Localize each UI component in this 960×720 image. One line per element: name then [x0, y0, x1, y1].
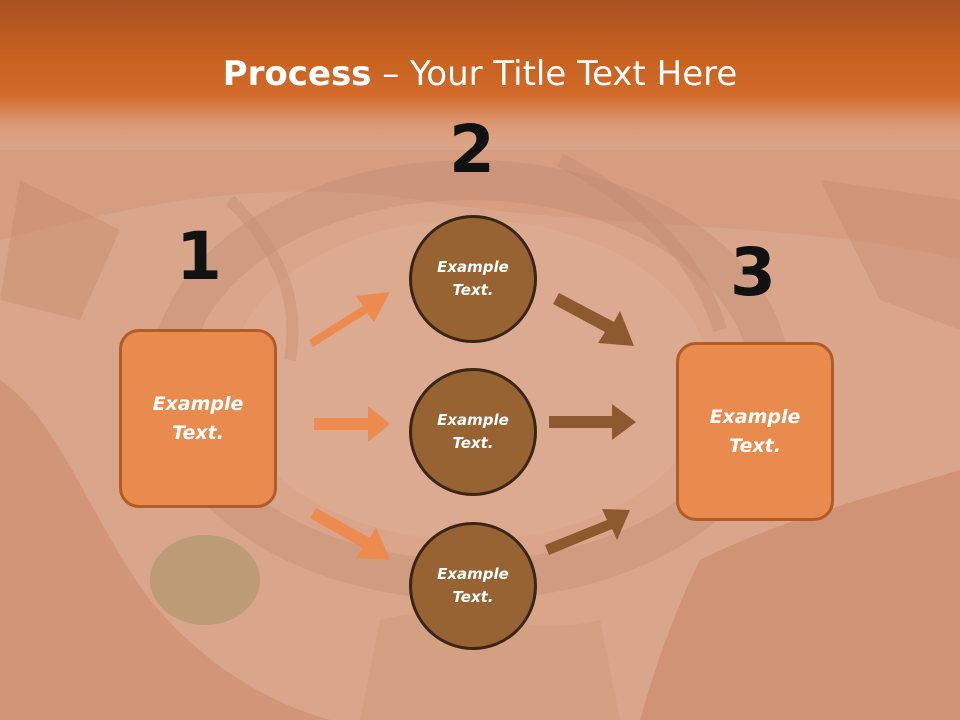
title-banner [0, 0, 960, 150]
arrow-left-middle [314, 406, 390, 442]
title-strong: Process [222, 54, 372, 94]
arrow-right-down [553, 293, 634, 346]
right-box: Example Text. [676, 342, 834, 521]
circle-middle: Example Text. [409, 368, 537, 496]
step-number-1: 1 [176, 218, 222, 295]
arrow-left-down [310, 508, 390, 560]
circle-top: Example Text. [409, 215, 537, 343]
slide-title: Process – Your Title Text Here [0, 52, 960, 96]
arrow-right-middle [549, 404, 636, 440]
circle-bottom: Example Text. [409, 522, 537, 650]
left-box-label: Example Text. [152, 392, 244, 444]
right-box-label: Example Text. [709, 405, 801, 457]
left-box: Example Text. [119, 329, 277, 508]
step-number-2: 2 [449, 111, 495, 188]
circle-middle-label: Example Text. [437, 411, 509, 452]
circle-bottom-label: Example Text. [437, 565, 509, 606]
step-number-3: 3 [730, 234, 776, 311]
title-rest: – Your Title Text Here [371, 54, 738, 94]
arrow-right-up [545, 509, 630, 555]
arrow-left-up [309, 292, 390, 347]
circle-top-label: Example Text. [437, 258, 509, 299]
